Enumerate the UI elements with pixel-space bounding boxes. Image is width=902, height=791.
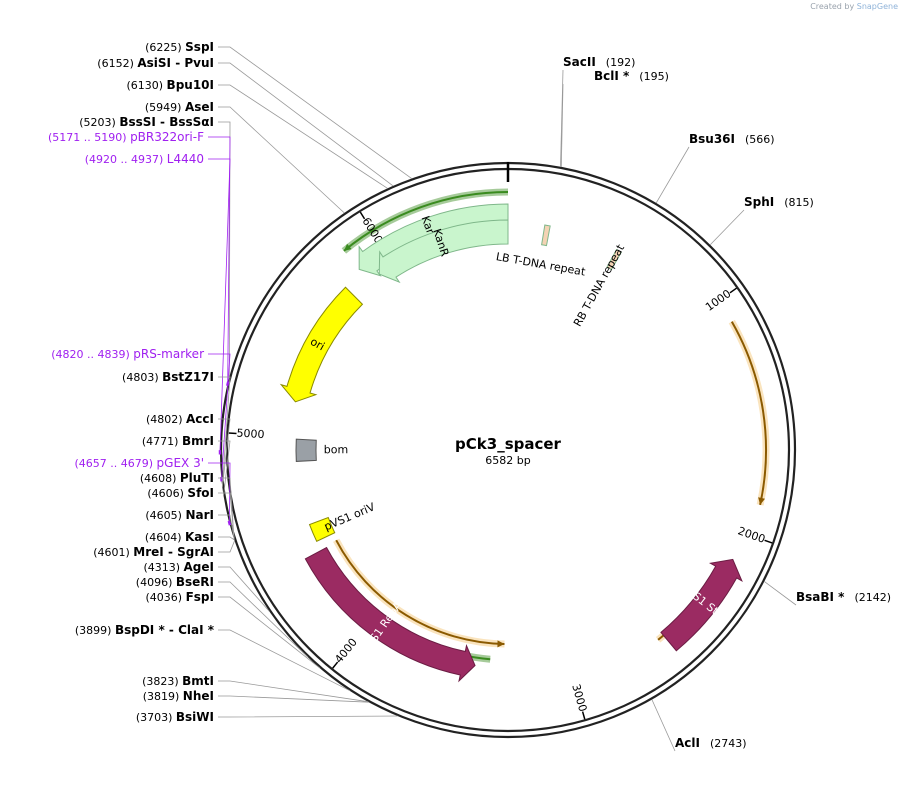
site-label[interactable]: Bsu36I(566) xyxy=(689,132,775,146)
feature-pvs1-staa[interactable] xyxy=(660,558,743,652)
site-leader xyxy=(218,46,412,179)
feature-arc-arrowhead xyxy=(497,640,505,648)
feature-arc-glow xyxy=(728,319,770,506)
site-label[interactable]: (4096) BseRI xyxy=(136,575,214,589)
feature-label: bom xyxy=(324,443,348,456)
site-leader xyxy=(218,418,231,487)
feature-arc-arrowhead xyxy=(343,243,352,251)
site-leader xyxy=(208,158,231,453)
site-label[interactable]: (4605) NarI xyxy=(145,508,214,522)
site-label[interactable]: (4771) BmrI xyxy=(142,434,214,448)
site-label[interactable]: (5949) AseI xyxy=(145,100,214,114)
tick-label: 5000 xyxy=(236,427,265,442)
site-label[interactable]: (4601) MreI - SgrAI xyxy=(93,545,214,559)
feature-arc-glow xyxy=(333,538,505,648)
site-leader xyxy=(218,62,394,187)
site-label[interactable]: BclI *(195) xyxy=(594,69,669,83)
site-leader xyxy=(208,462,231,524)
site-label[interactable]: AclI(2743) xyxy=(675,736,747,750)
feature-arc xyxy=(730,321,767,506)
site-leader xyxy=(208,353,231,480)
feature-rb-t-dna-repeat[interactable] xyxy=(606,248,623,271)
primer-label[interactable]: (5171 .. 5190) pBR322ori-F xyxy=(48,130,204,144)
primer-mark xyxy=(227,520,232,526)
plasmid-length: 6582 bp xyxy=(485,454,530,467)
site-label[interactable]: (3819) NheI xyxy=(143,689,214,703)
site-leader xyxy=(218,596,321,669)
feature-arc-arrowhead xyxy=(758,497,766,505)
site-leader xyxy=(764,581,797,606)
credit-prefix: Created by xyxy=(810,2,855,11)
credit-brand: SnapGene xyxy=(856,2,898,11)
tick-label: 3000 xyxy=(569,683,589,713)
site-leader xyxy=(218,566,270,612)
site-leader xyxy=(218,376,231,487)
site-leader xyxy=(218,492,235,540)
site-leader xyxy=(218,121,231,378)
site-label[interactable]: (4608) PluTI xyxy=(140,471,214,485)
tick-mark xyxy=(332,661,339,669)
site-label[interactable]: (4036) FspI xyxy=(146,590,214,604)
site-label[interactable]: (4803) BstZ17I xyxy=(122,370,214,384)
feature-pvs1-repa[interactable] xyxy=(304,546,476,683)
feature-label: LB T-DNA repeat xyxy=(495,250,587,279)
site-leader xyxy=(655,146,690,204)
tick-label: 1000 xyxy=(703,287,733,314)
tick-mark xyxy=(764,539,773,544)
plasmid-name: pCk3_spacer xyxy=(455,435,562,453)
site-label[interactable]: BsaBI *(2142) xyxy=(796,590,891,604)
site-leader xyxy=(560,83,564,167)
site-leader xyxy=(218,695,369,703)
site-leader xyxy=(208,136,231,384)
site-leader xyxy=(651,699,676,752)
site-label[interactable]: (6152) AsiSI - PvuI xyxy=(97,56,214,70)
feature-ori[interactable] xyxy=(279,286,364,403)
site-label[interactable]: (4604) KasI xyxy=(145,530,214,544)
site-leader xyxy=(218,440,231,496)
site-label[interactable]: SphI(815) xyxy=(744,195,814,209)
feature-lb-t-dna-repeat[interactable] xyxy=(541,224,551,247)
site-label[interactable]: (4313) AgeI xyxy=(143,560,214,574)
feature-label: pVS1 oriV xyxy=(322,500,377,533)
site-layer: SacII(192)BclI *(195) Bsu36I(566) SphI(815… xyxy=(48,40,891,752)
feature-bom[interactable] xyxy=(295,438,317,462)
tick-label: 2000 xyxy=(736,524,767,546)
tick-mark xyxy=(359,211,366,220)
tick-mark xyxy=(581,711,586,720)
site-label[interactable]: (3823) BmtI xyxy=(142,674,214,688)
primer-label[interactable]: (4820 .. 4839) pRS-marker xyxy=(51,347,204,361)
site-leader xyxy=(218,715,398,718)
site-label[interactable]: (6225) SspI xyxy=(145,40,214,54)
tick-label: 4000 xyxy=(332,636,360,666)
feature-label: ori xyxy=(308,335,327,353)
site-label[interactable]: (6130) Bpu10I xyxy=(126,78,214,92)
site-label[interactable]: SacII(192) xyxy=(563,55,635,69)
feature-arc xyxy=(343,191,509,252)
credit-watermark: Created by SnapGene xyxy=(810,2,898,11)
site-leader xyxy=(218,84,388,189)
site-label[interactable]: (3899) BspDI * - ClaI * xyxy=(75,623,215,637)
site-leader xyxy=(218,629,351,692)
site-label[interactable]: (4802) AccI xyxy=(146,412,214,426)
site-leader xyxy=(218,581,309,658)
feature-arc xyxy=(335,539,505,645)
site-label[interactable]: (3703) BsiWI xyxy=(136,710,214,724)
feature-pvs1-oriv[interactable] xyxy=(308,516,336,542)
site-leader xyxy=(218,106,345,214)
site-label[interactable]: (4606) SfoI xyxy=(147,486,214,500)
site-leader xyxy=(218,680,368,703)
site-leader xyxy=(218,536,235,541)
feature-label: RB T-DNA repeat xyxy=(571,242,627,329)
site-label[interactable]: (5203) BssSI - BssSαI xyxy=(79,115,214,129)
feature-kanr[interactable] xyxy=(378,219,509,284)
primer-label[interactable]: (4920 .. 4937) L4440 xyxy=(85,152,204,166)
site-leader xyxy=(218,514,235,540)
site-leader xyxy=(218,540,235,553)
tick-mark xyxy=(729,287,737,294)
primer-label[interactable]: (4657 .. 4679) pGEX 3' xyxy=(74,456,204,470)
site-leader xyxy=(709,209,745,246)
